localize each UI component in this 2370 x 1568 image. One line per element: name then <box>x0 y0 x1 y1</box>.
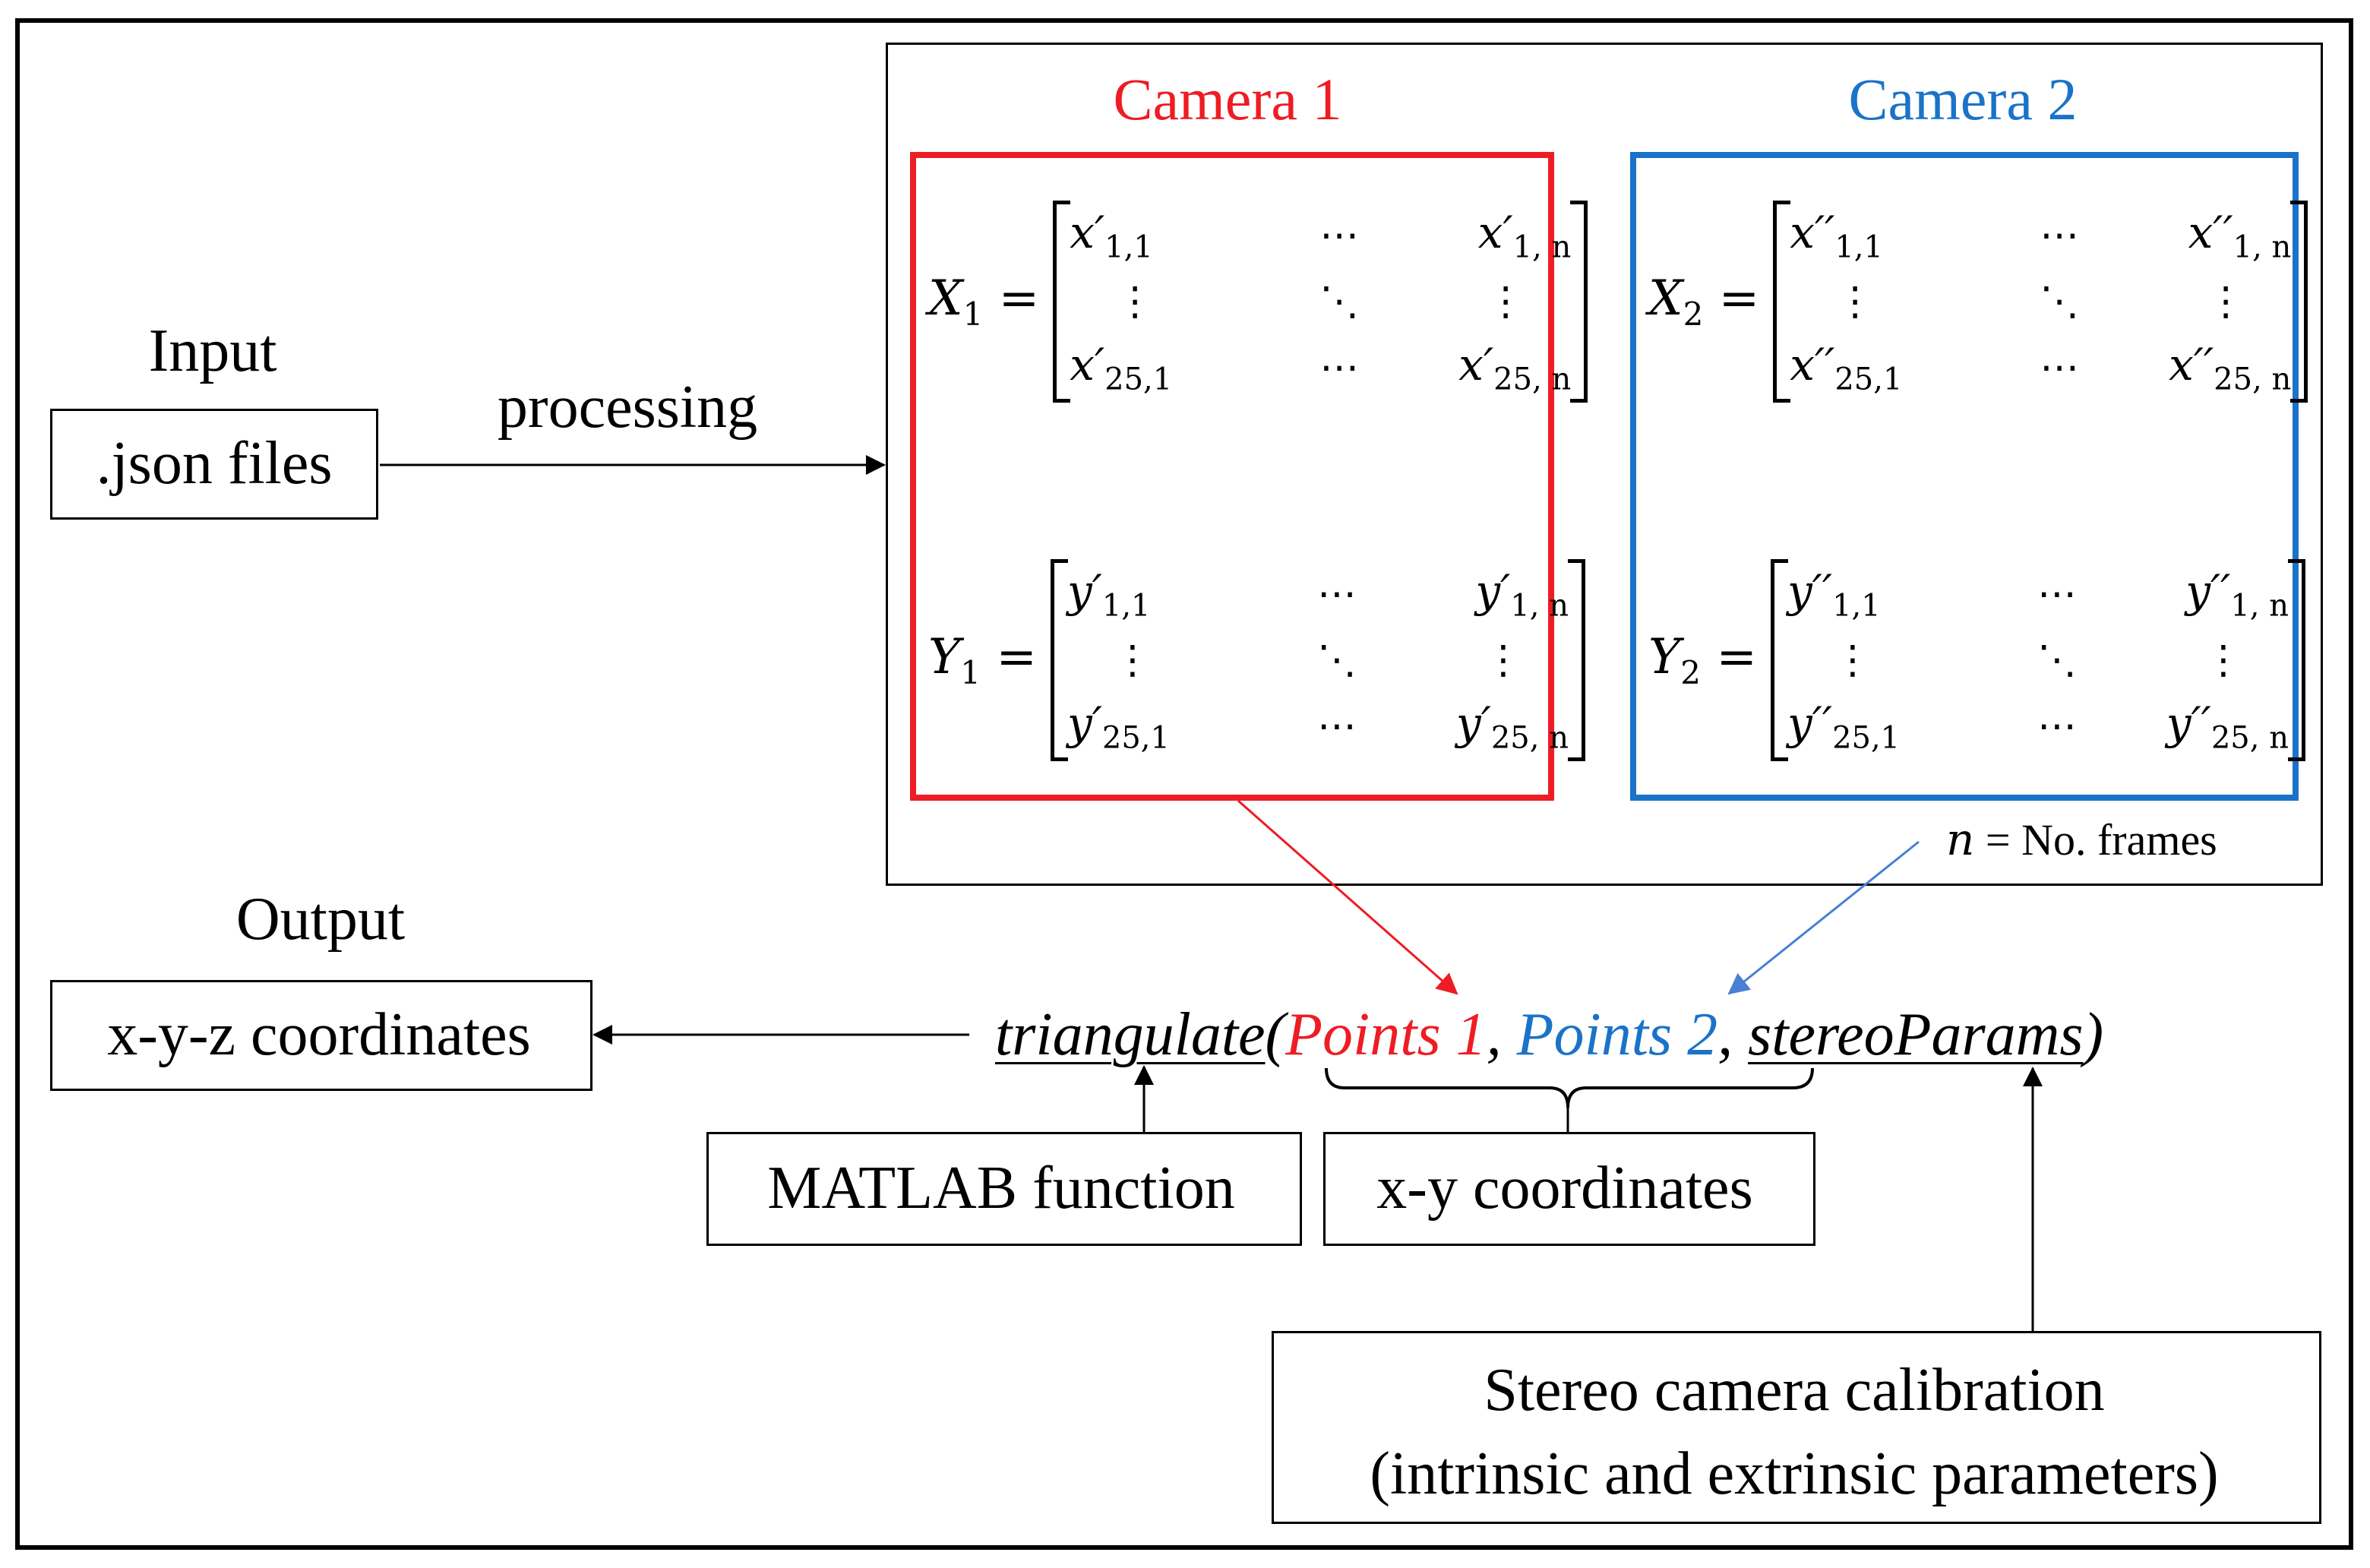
matrix-y2: Y2 = y′′1,1 ⋯ y′′1, n ⋮ ⋱ ⋮ y′′25,1 ⋯ y′… <box>1648 559 2305 761</box>
matrix-cell: ⋯ <box>1319 345 1360 390</box>
matrix-x1: X1 = x′1,1 ⋯ x′1, n ⋮ ⋱ ⋮ x′25,1 ⋯ x′25,… <box>928 201 1588 403</box>
calibration-line2: (intrinsic and extrinsic parameters) <box>1370 1440 2219 1507</box>
matrix-x1-body: x′1,1 ⋯ x′1, n ⋮ ⋱ ⋮ x′25,1 ⋯ x′25, n <box>1053 201 1588 403</box>
matrix-cell: ⋯ <box>2037 703 2077 749</box>
matrix-cell: ⋯ <box>2040 213 2080 258</box>
matrix-cell: x′′25,1 <box>1790 338 1903 397</box>
matlab-function-box <box>706 1132 1302 1246</box>
input-heading: Input <box>148 318 277 384</box>
matrix-x2-body: x′′1,1 ⋯ x′′1, n ⋮ ⋱ ⋮ x′′25,1 ⋯ x′′25, … <box>1773 201 2308 403</box>
matrix-y1-lhs: Y1 = <box>928 629 1037 691</box>
paren-close: ) <box>2083 1001 2104 1068</box>
separator: , <box>1486 1001 1502 1068</box>
matrix-y1: Y1 = y′1,1 ⋯ y′1, n ⋮ ⋱ ⋮ y′25,1 ⋯ y′25,… <box>928 559 1585 761</box>
matrix-cell: ⋯ <box>2037 571 2077 617</box>
matrix-cell: x′′1, n <box>2188 206 2292 265</box>
matrix-x2-lhs: X2 = <box>1648 270 1760 333</box>
matrix-cell: ⋮ <box>1112 637 1152 683</box>
camera1-arrow <box>1237 799 1458 995</box>
xy-coordinates-box <box>1323 1132 1815 1246</box>
matrix-cell: ⋮ <box>1486 279 1526 324</box>
matrix-cell: ⋱ <box>1316 637 1357 683</box>
matrix-cell: ⋮ <box>2206 279 2246 324</box>
frames-note-text: = No. frames <box>1985 815 2217 865</box>
matrix-cell: ⋱ <box>2040 279 2080 324</box>
xy-coordinates-label: x-y coordinates <box>1376 1155 1753 1222</box>
camera-panel <box>886 43 2323 886</box>
matrix-cell: ⋯ <box>1316 571 1357 617</box>
separator: , <box>1717 1001 1733 1068</box>
camera2-box <box>1630 152 2299 801</box>
matrix-cell: x′′25, n <box>2169 338 2292 397</box>
matrix-cell: ⋮ <box>2203 637 2243 683</box>
matrix-cell: ⋮ <box>1115 279 1155 324</box>
matrix-y1-body: y′1,1 ⋯ y′1, n ⋮ ⋱ ⋮ y′25,1 ⋯ y′25, n <box>1050 559 1585 761</box>
paren-open: ( <box>1265 1001 1286 1068</box>
matrix-cell: ⋮ <box>1835 279 1875 324</box>
matrix-cell: y′′25,1 <box>1787 697 1901 756</box>
xyz-coordinates-label: x-y-z coordinates <box>107 1001 531 1068</box>
matrix-cell: ⋱ <box>1319 279 1360 324</box>
matrix-cell: y′1,1 <box>1066 564 1151 624</box>
matrix-cell: x′1,1 <box>1070 206 1153 265</box>
matrix-cell: y′′1,1 <box>1787 564 1881 624</box>
matrix-cell: ⋯ <box>1316 703 1357 749</box>
matrix-y2-lhs: Y2 = <box>1648 629 1757 691</box>
frames-note-var: n <box>1946 814 1975 865</box>
xyz-coordinates-box <box>50 980 592 1091</box>
matrix-cell: x′′1,1 <box>1790 206 1883 265</box>
matrix-cell: y′′1, n <box>2185 564 2289 624</box>
camera2-arrow <box>1727 840 1920 995</box>
matlab-function-label: MATLAB function <box>767 1155 1235 1222</box>
matrix-cell: y′25, n <box>1455 697 1569 756</box>
matrix-x2: X2 = x′′1,1 ⋯ x′′1, n ⋮ ⋱ ⋮ x′′25,1 ⋯ x′… <box>1648 201 2308 403</box>
outer-frame <box>15 18 2353 1550</box>
arg-stereo-params: stereoParams <box>1748 1001 2084 1068</box>
calibration-line1: Stereo camera calibration <box>1484 1357 2105 1424</box>
matrix-cell: y′1, n <box>1475 564 1569 624</box>
arg-points2: Points 2 <box>1516 1001 1718 1068</box>
camera2-title: Camera 2 <box>1848 66 2078 132</box>
matrix-cell: ⋮ <box>1483 637 1523 683</box>
xy-brace <box>1325 1067 1814 1108</box>
calibration-box <box>1272 1331 2321 1524</box>
camera1-box <box>910 152 1554 801</box>
matrix-cell: y′25,1 <box>1066 697 1170 756</box>
matrix-cell: ⋯ <box>2040 345 2080 390</box>
frames-note: n = No. frames <box>1946 817 2217 862</box>
matrix-cell: x′25,1 <box>1070 338 1173 397</box>
function-name: triangulate <box>995 1001 1266 1068</box>
matrix-y2-body: y′′1,1 ⋯ y′′1, n ⋮ ⋱ ⋮ y′′25,1 ⋯ y′′25, … <box>1770 559 2305 761</box>
matrix-cell: x′1, n <box>1477 206 1572 265</box>
json-files-box <box>50 409 378 520</box>
matrix-cell: ⋮ <box>1832 637 1872 683</box>
matrix-cell: x′25, n <box>1458 338 1572 397</box>
camera1-title: Camera 1 <box>1113 66 1342 132</box>
arg-points1: Points 1 <box>1285 1001 1487 1068</box>
processing-label: processing <box>497 374 758 441</box>
triangulate-call: triangulate(Points 1, Points 2, stereoPa… <box>995 1004 2103 1065</box>
json-files-label: .json files <box>96 430 333 497</box>
matrix-cell: ⋱ <box>2037 637 2077 683</box>
matrix-x1-lhs: X1 = <box>928 270 1040 333</box>
matrix-cell: ⋯ <box>1319 213 1360 258</box>
output-heading: Output <box>235 886 406 953</box>
matrix-cell: y′′25, n <box>2166 697 2289 756</box>
